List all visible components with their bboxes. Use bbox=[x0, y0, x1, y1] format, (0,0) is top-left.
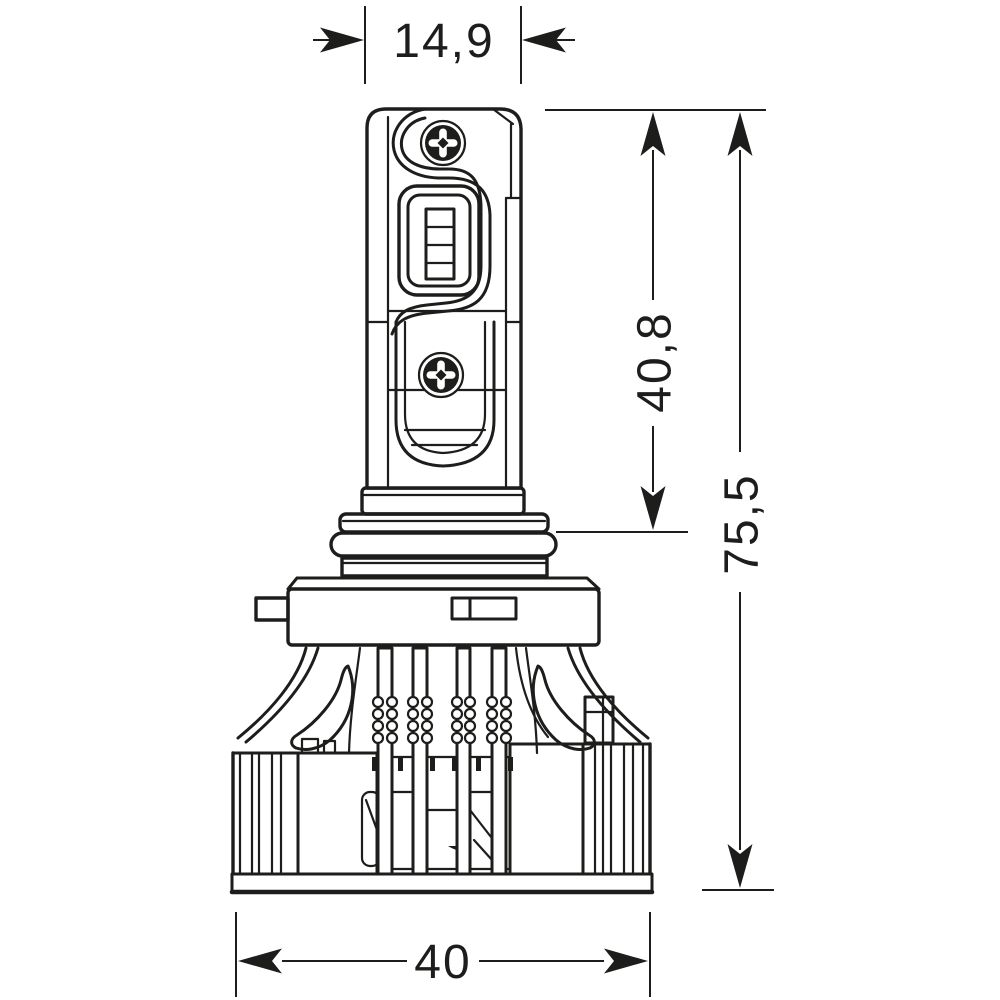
crimp-beads bbox=[371, 695, 513, 745]
dimension-arrow bbox=[727, 844, 753, 888]
phillips-screw-top-icon bbox=[419, 119, 467, 167]
upper-body-height-value: 40,8 bbox=[629, 311, 682, 412]
dimension-total-height: 75,5 bbox=[702, 112, 774, 891]
dimension-top-width: 14,9 bbox=[313, 6, 575, 84]
u-contour-inner bbox=[403, 320, 487, 455]
o-ring bbox=[329, 531, 558, 558]
base-plate bbox=[229, 872, 655, 895]
bulb-upper-body bbox=[365, 107, 523, 490]
u-contour-outer bbox=[394, 320, 496, 468]
plate-top-face bbox=[286, 576, 601, 591]
lower-neck bbox=[340, 556, 549, 578]
molded-s-contour-inner bbox=[394, 116, 483, 324]
molded-s-contour-outer bbox=[390, 107, 492, 336]
dimension-upper-body-height: 40,8 bbox=[545, 109, 766, 533]
bulb-collar-stack bbox=[329, 486, 558, 578]
extension-lines bbox=[364, 6, 522, 84]
extension-lines bbox=[235, 912, 651, 997]
heatsink-right-fins bbox=[508, 742, 645, 876]
left-leaf-fin bbox=[290, 664, 355, 751]
mounting-plate bbox=[254, 576, 601, 647]
led-window bbox=[397, 184, 481, 297]
dimension-arrow bbox=[727, 112, 753, 156]
dimension-arrow bbox=[640, 112, 666, 156]
contact-ribs bbox=[371, 646, 513, 876]
flexible-heat-ribbons bbox=[236, 646, 650, 755]
neck-step bbox=[360, 486, 526, 516]
plate-left-tab bbox=[254, 596, 290, 622]
dimension-arrow bbox=[604, 948, 648, 974]
dimension-base-width: 40 bbox=[235, 912, 651, 997]
plate-window-detail bbox=[450, 596, 518, 621]
collar-band bbox=[338, 512, 550, 534]
heatsink-left-fins bbox=[238, 751, 379, 876]
plate-body bbox=[286, 587, 601, 647]
base-width-value: 40 bbox=[414, 936, 471, 989]
heatsink-body bbox=[231, 742, 652, 876]
top-width-value: 14,9 bbox=[393, 15, 494, 68]
dimension-arrow bbox=[238, 948, 282, 974]
total-height-value: 75,5 bbox=[716, 473, 769, 574]
dimension-arrow bbox=[640, 486, 666, 530]
phillips-screw-mid-icon bbox=[417, 351, 465, 399]
